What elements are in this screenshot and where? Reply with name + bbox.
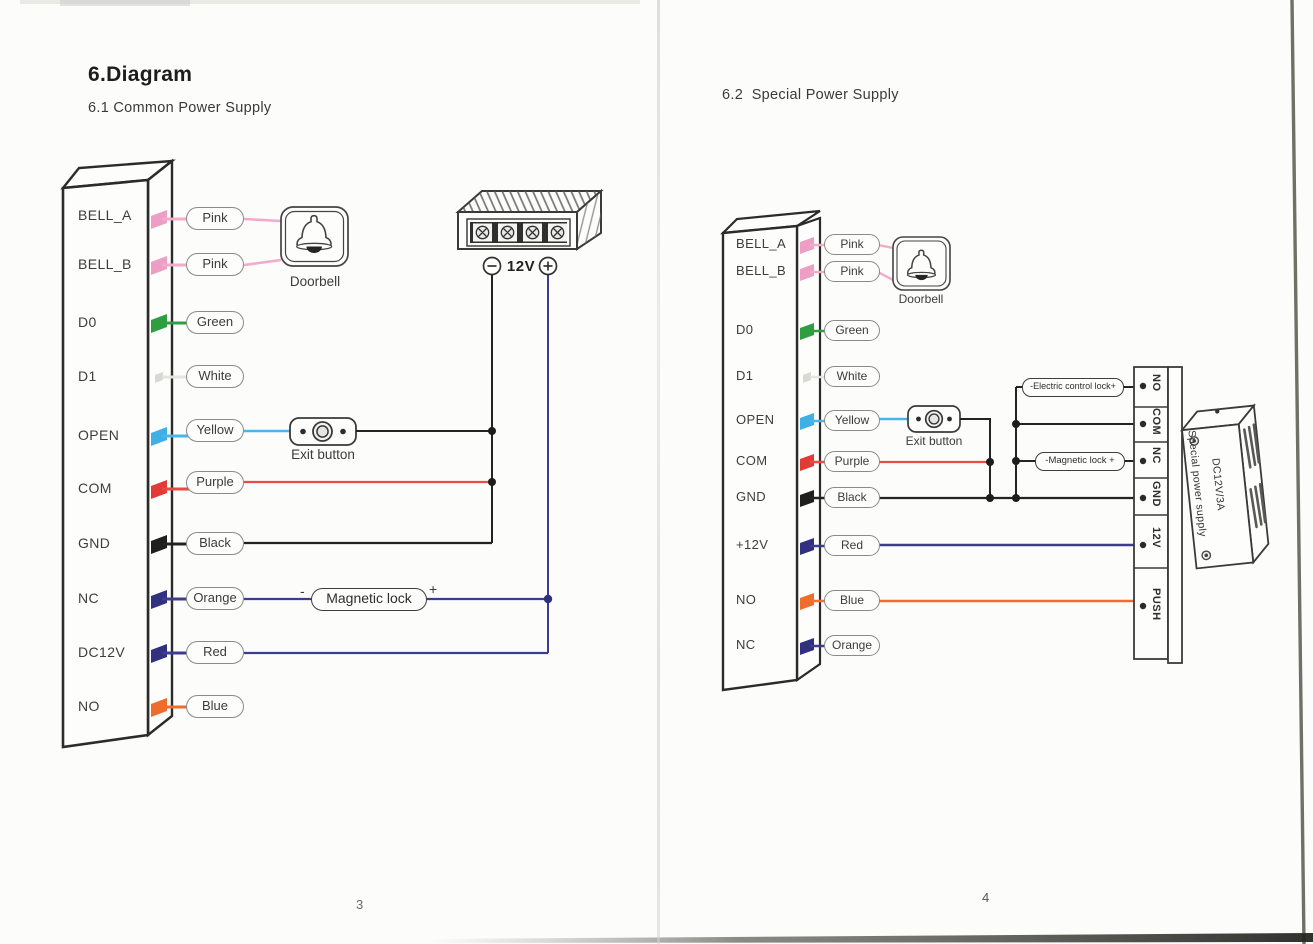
terminal-label: BELL_B xyxy=(736,263,787,278)
wire-label-pill: Red xyxy=(824,535,880,556)
bottom-scan-shadow xyxy=(430,933,1313,943)
junction-dots-right xyxy=(986,420,1020,502)
terminal-label: COM xyxy=(78,480,112,496)
wire-label-pill: Orange xyxy=(186,587,244,610)
power-runs-right xyxy=(878,386,1141,603)
wire-label-pill: Black xyxy=(186,532,244,555)
wire-label-pill: Blue xyxy=(186,695,244,718)
plus-terminal-icon xyxy=(538,256,558,276)
magnetic-lock-pill: -Magnetic lock + xyxy=(1035,452,1125,471)
terminal-label: DC12V xyxy=(78,644,126,660)
strip-screws xyxy=(1139,382,1147,610)
exit-button-icon-right xyxy=(907,405,961,433)
terminal-strip xyxy=(1133,366,1183,664)
doorbell-wires-right xyxy=(877,243,894,282)
left-diagram xyxy=(60,158,604,749)
page-edge-line xyxy=(1290,0,1306,944)
doorbell-wires xyxy=(243,217,282,267)
magnetic-lock-minus: - xyxy=(300,583,305,599)
strip-label-push: PUSH xyxy=(1150,588,1162,621)
wire-label-pill: Red xyxy=(186,641,244,664)
exit-button-label: Exit button xyxy=(905,434,963,448)
power-runs xyxy=(244,275,549,655)
terminal-label: GND xyxy=(78,535,111,551)
wire-label-pill: Blue xyxy=(824,590,880,611)
psu-vents xyxy=(1243,423,1267,529)
section-title: 6.Diagram xyxy=(88,63,193,86)
terminal-label: GND xyxy=(736,489,767,504)
wire-label-pill: Orange xyxy=(824,635,880,656)
wire-label-pill: Pink xyxy=(186,207,244,230)
terminal-label: BELL_A xyxy=(736,236,787,251)
access-controller-box-right xyxy=(720,209,822,692)
strip-label-no: NO xyxy=(1150,374,1162,392)
minus-terminal-icon xyxy=(482,256,502,276)
wire-label-pill: White xyxy=(186,365,244,388)
page-fold-shadow xyxy=(657,0,660,944)
terminal-pads-right xyxy=(800,237,814,655)
terminal-pads xyxy=(151,210,167,717)
terminal-label: D1 xyxy=(78,368,97,384)
terminal-label: NC xyxy=(78,590,100,606)
terminal-label: +12V xyxy=(736,537,769,552)
doorbell-icon-right xyxy=(892,236,951,291)
terminal-label: D0 xyxy=(736,322,754,337)
terminal-label: NC xyxy=(736,637,756,652)
wire-label-pill: Yellow xyxy=(824,410,880,431)
strip-label-gnd: GND xyxy=(1150,481,1162,507)
wire-label-pill: Pink xyxy=(824,261,880,282)
wire-label-pill: Purple xyxy=(186,471,244,494)
wire-label-pill: Purple xyxy=(824,451,880,472)
doorbell-label: Doorbell xyxy=(289,274,341,289)
exit-button-icon xyxy=(289,417,357,446)
scan-artifacts xyxy=(20,0,1313,944)
subsection-title-left: 6.1 Common Power Supply xyxy=(88,100,272,116)
electric-control-lock-pill: -Electric control lock+ xyxy=(1022,378,1124,397)
magnetic-lock-plus: + xyxy=(429,581,438,597)
exit-button-label: Exit button xyxy=(291,447,355,462)
wire-label-pill: Green xyxy=(186,311,244,334)
terminal-label: BELL_A xyxy=(78,207,132,223)
terminal-label: OPEN xyxy=(78,427,120,443)
right-diagram xyxy=(720,209,1270,692)
terminal-label: D1 xyxy=(736,368,754,383)
special-power-supply-box xyxy=(1179,403,1270,570)
magnetic-lock-pill: Magnetic lock xyxy=(311,588,427,611)
terminal-label: D0 xyxy=(78,314,97,330)
page-number-left: 3 xyxy=(356,897,364,912)
access-controller-box xyxy=(60,158,176,749)
doorbell-icon xyxy=(280,206,349,267)
wire-label-pill: Pink xyxy=(186,253,244,276)
wire-label-pill: Yellow xyxy=(186,419,244,442)
doorbell-label: Doorbell xyxy=(898,292,944,306)
wire-label-pill: Black xyxy=(824,487,880,508)
terminal-label: NO xyxy=(78,698,100,714)
terminal-wires xyxy=(162,217,190,709)
terminal-label: COM xyxy=(736,453,768,468)
strip-label-nc: NC xyxy=(1150,447,1162,464)
terminal-label: OPEN xyxy=(736,412,775,427)
junction-dots xyxy=(488,427,553,604)
terminal-label: NO xyxy=(736,592,757,607)
psu-screws xyxy=(1189,436,1212,561)
power-supply-12v xyxy=(455,188,604,276)
psu-voltage-label: 12V xyxy=(506,258,536,275)
subsection-title-right: 6.2 Special Power Supply xyxy=(722,87,899,103)
wire-label-pill: White xyxy=(824,366,880,387)
wire-label-pill: Green xyxy=(824,320,880,341)
wire-label-pill: Pink xyxy=(824,234,880,255)
terminal-label: BELL_B xyxy=(78,256,132,272)
strip-label-com: COM xyxy=(1150,408,1162,436)
strip-label-12v: 12V xyxy=(1150,527,1162,549)
page-number-right: 4 xyxy=(982,890,990,905)
screw-terminals xyxy=(473,223,567,242)
